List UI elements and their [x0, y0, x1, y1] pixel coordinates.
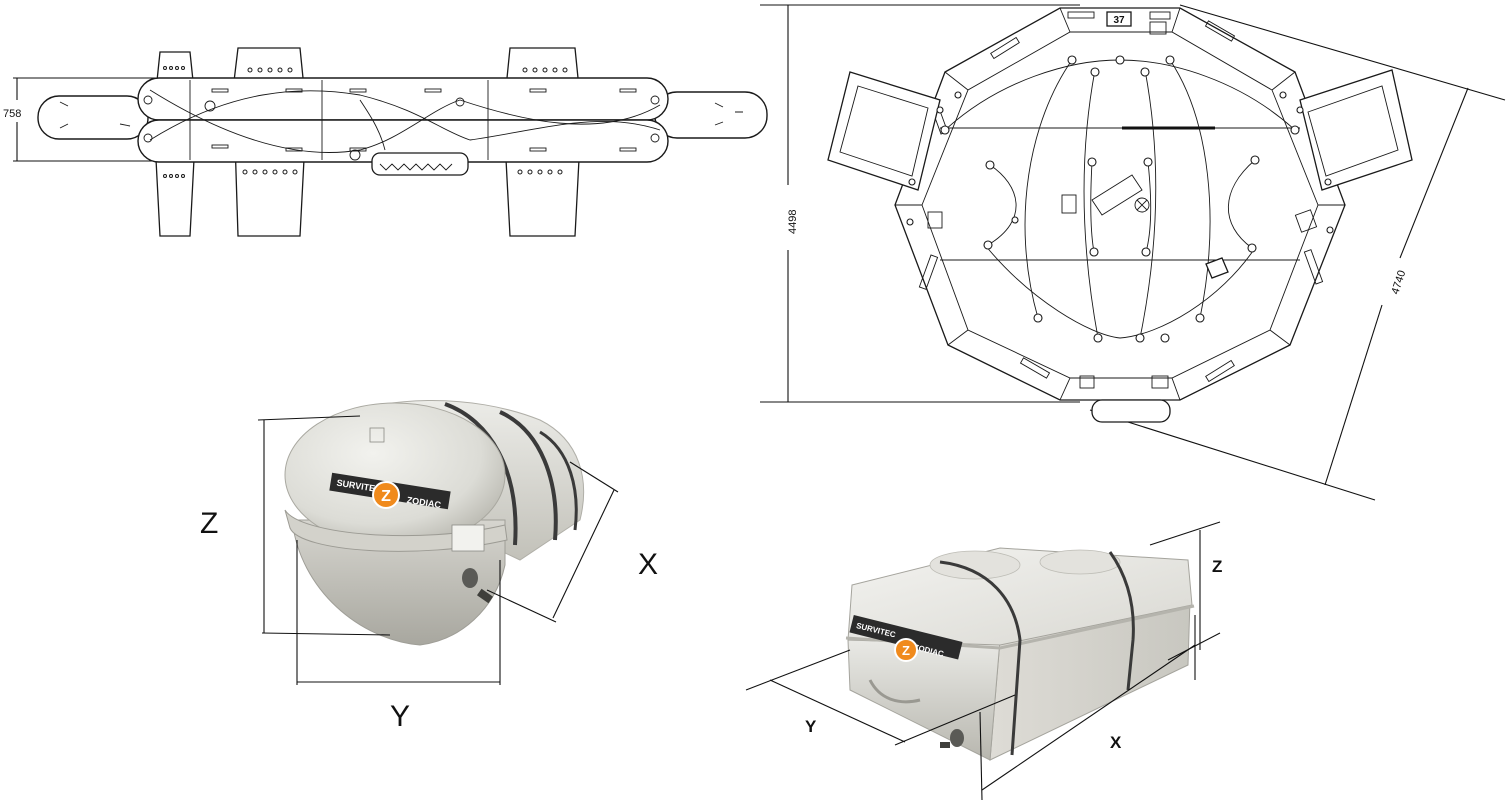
- box-dim-x: X: [1110, 733, 1122, 752]
- top-view-height-label: 4498: [787, 210, 799, 234]
- side-view-drawing: 758: [3, 47, 768, 237]
- cylinder-dim-z: Z: [200, 507, 218, 540]
- top-view-panel-label: 37: [1113, 15, 1125, 26]
- box-dim-y: Y: [805, 717, 817, 736]
- cylinder-dim-y: Y: [390, 700, 410, 733]
- top-view-drawing: 4498 4740: [760, 4, 1506, 501]
- cylinder-dim-x: X: [638, 548, 658, 581]
- side-view-height-label: 758: [3, 108, 21, 120]
- cylindrical-container-photo: SURVITEC ZODIAC Z Z Y X: [200, 399, 658, 733]
- box-dim-z: Z: [1212, 557, 1222, 576]
- cylinder-logo-letter: Z: [381, 488, 391, 505]
- rectangular-container-photo: SURVITEC ZODIAC Z Z Y X: [745, 521, 1222, 801]
- top-view-diagonal-label: 4740: [1389, 269, 1408, 296]
- box-logo-letter: Z: [902, 643, 910, 658]
